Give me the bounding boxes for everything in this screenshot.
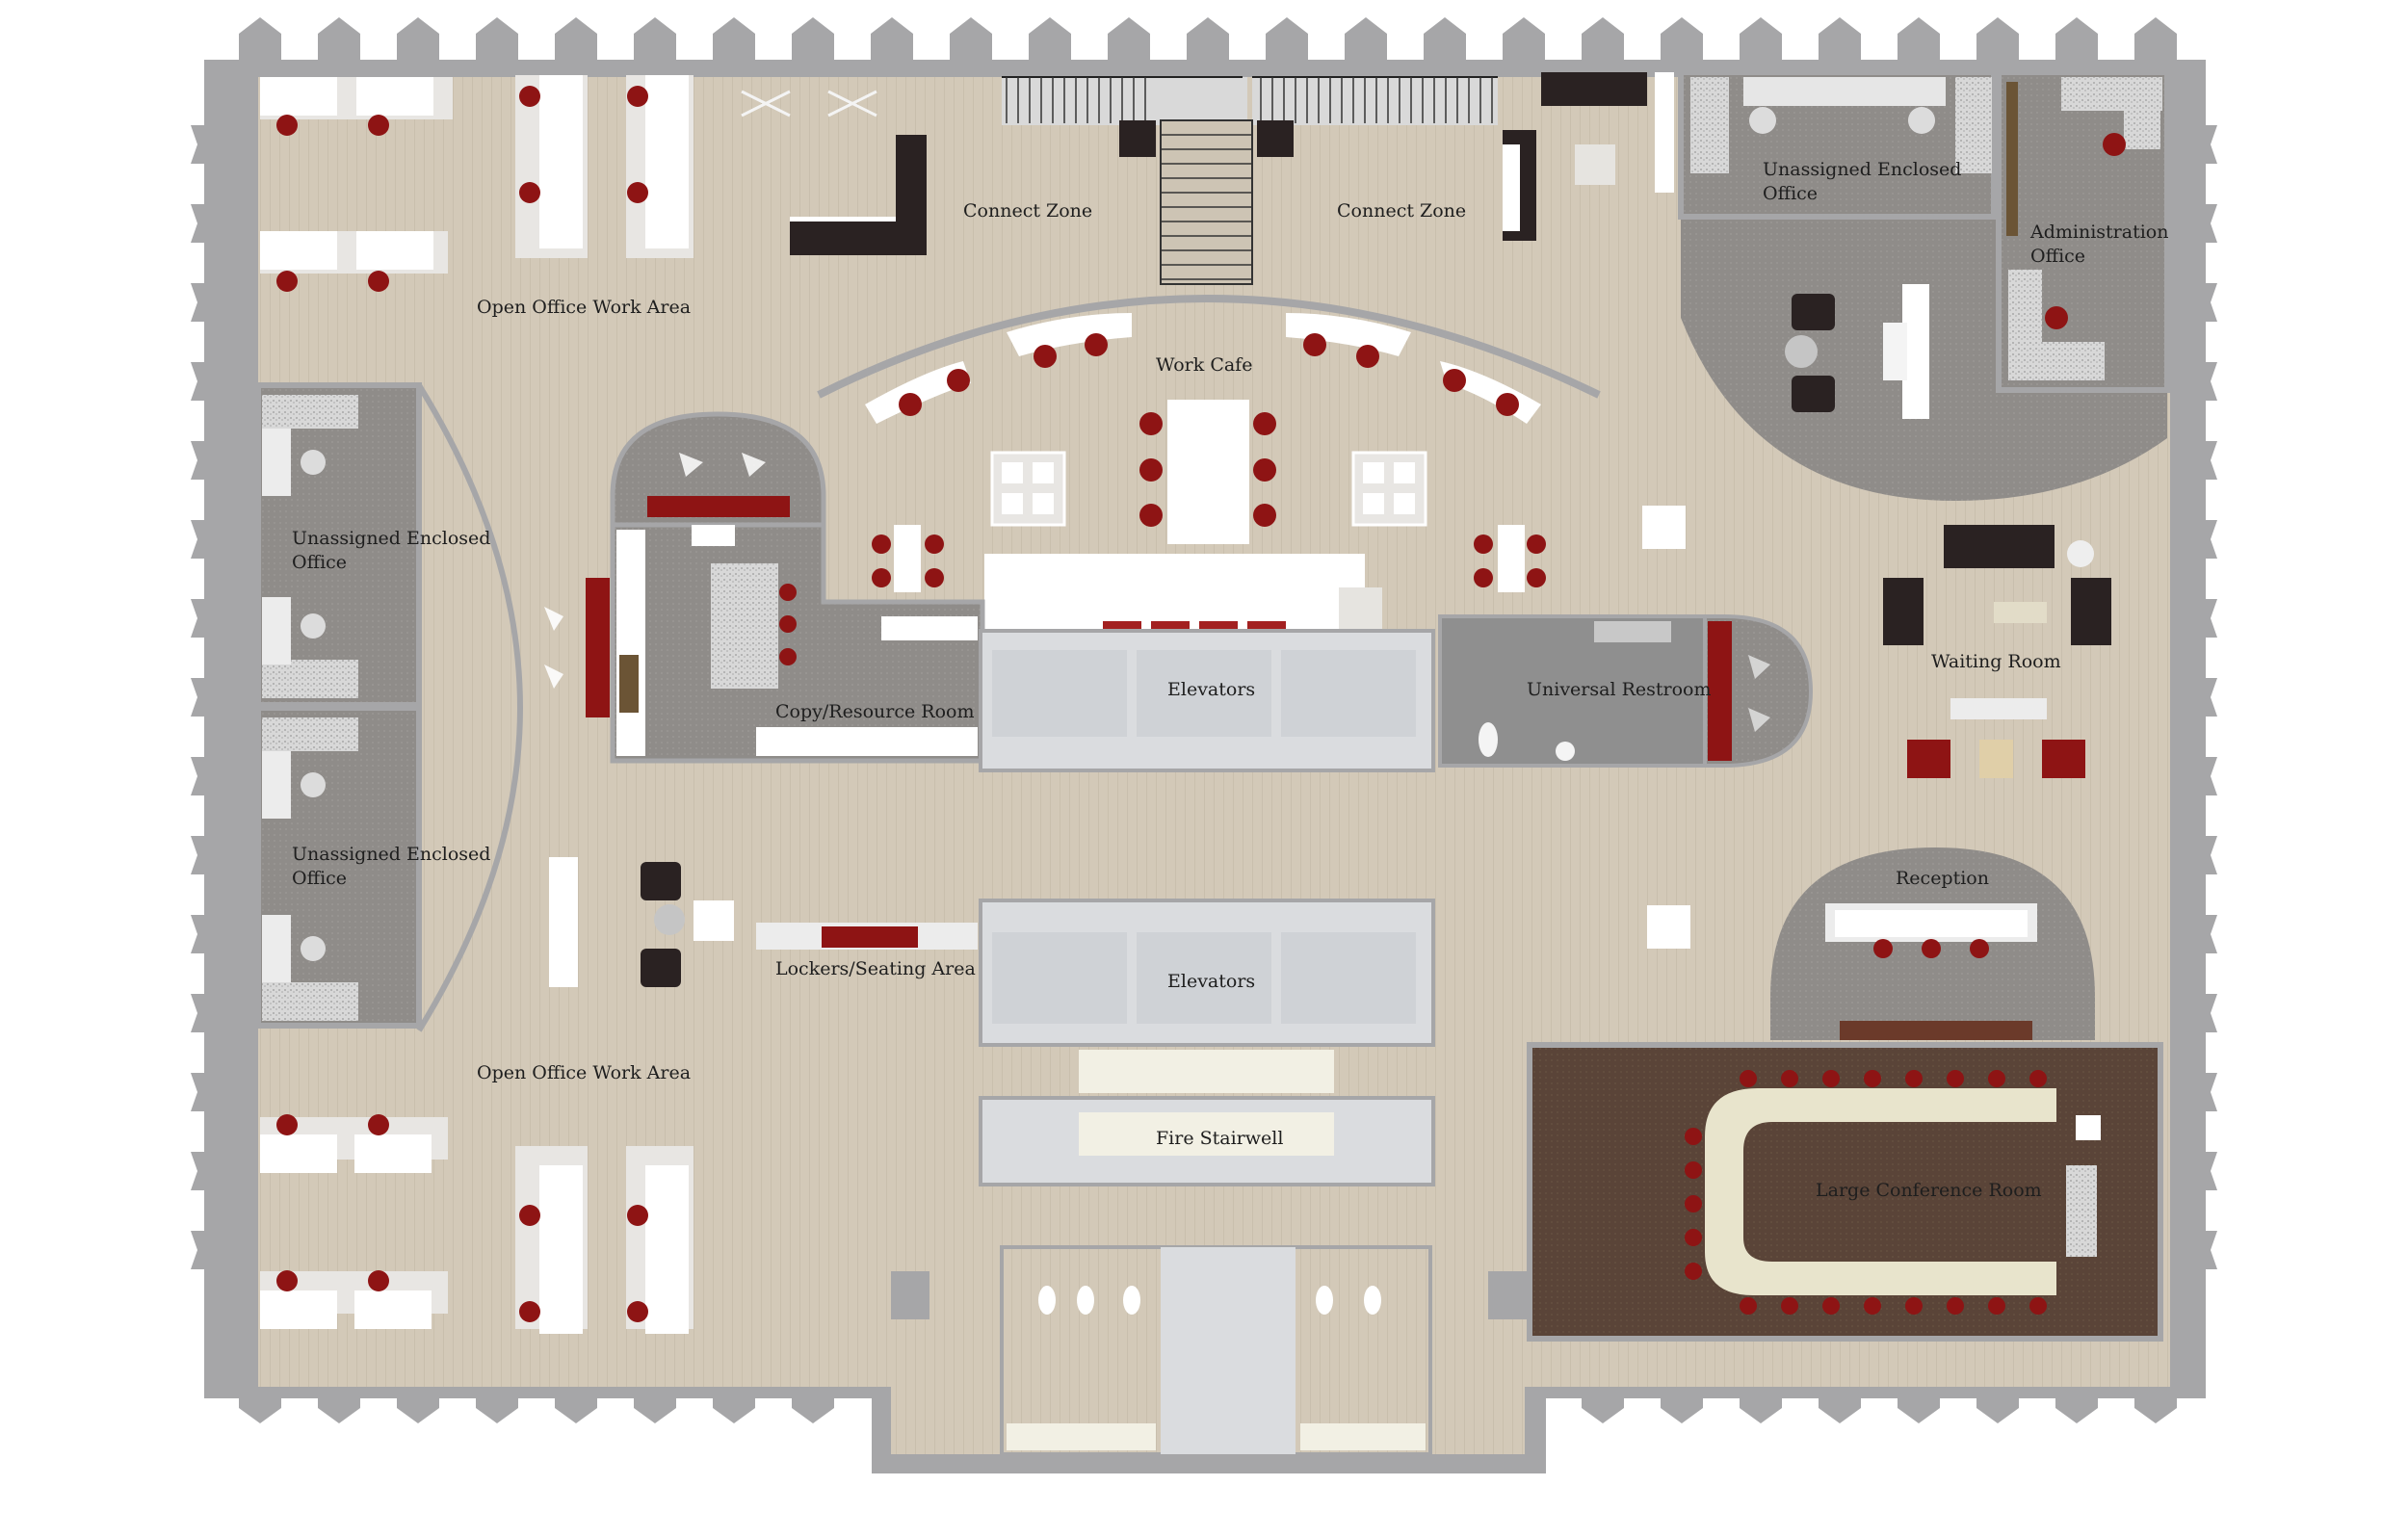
conference-chair (1685, 1195, 1702, 1212)
work-cafe-label: Work Cafe (1156, 354, 1252, 376)
fire-stairwell-label: Fire Stairwell (1156, 1128, 1283, 1149)
administration-label-2: Office (2030, 246, 2085, 267)
wall-column (397, 17, 439, 69)
conference-chair (1947, 1297, 1964, 1315)
wall-column (318, 17, 360, 69)
lockers-seating-label: Lockers/Seating Area (775, 958, 976, 979)
elevators-upper-label: Elevators (1167, 679, 1255, 700)
conference-chair (1685, 1161, 1702, 1179)
unassigned-left-lower-label-1: Unassigned Enclosed (292, 844, 490, 865)
wall-column (1108, 17, 1150, 69)
reception-area (1647, 847, 2095, 1040)
wall-column (792, 17, 834, 69)
conference-chair (1740, 1070, 1757, 1087)
waiting-room (1883, 525, 2111, 778)
conference-chair (1781, 1297, 1798, 1315)
wall-column (476, 17, 518, 69)
bottom-restrooms (891, 1245, 1527, 1456)
elevators-lower-label: Elevators (1167, 971, 1255, 992)
wall-column (1740, 17, 1782, 69)
conference-chair (1781, 1070, 1798, 1087)
wall-column (1503, 17, 1545, 69)
open-office-bottom-label: Open Office Work Area (477, 1062, 691, 1083)
reception-label: Reception (1896, 868, 1989, 889)
wall-column (1898, 17, 1940, 69)
wall-column (2055, 17, 2098, 69)
conference-chair (1905, 1070, 1923, 1087)
waiting-room-label: Waiting Room (1931, 651, 2061, 672)
conference-chair (1864, 1070, 1881, 1087)
wall-column (1029, 17, 1071, 69)
conference-chair (1685, 1229, 1702, 1246)
unassigned-top-right-label-1: Unassigned Enclosed (1763, 159, 1961, 180)
wall-column (1266, 17, 1308, 69)
wall-column (2134, 17, 2177, 69)
conference-chair (1905, 1297, 1923, 1315)
large-conference-room (1527, 1042, 2163, 1342)
wall-column (555, 17, 597, 69)
copy-resource-room-label: Copy/Resource Room (775, 701, 974, 722)
connect-zone-right-label: Connect Zone (1337, 200, 1466, 222)
left-enclosed-offices (255, 382, 734, 1032)
open-office-bottom-desks (260, 1114, 694, 1334)
conference-chair (1740, 1297, 1757, 1315)
conference-chair (1988, 1070, 2005, 1087)
connect-zone-furniture (790, 72, 1674, 285)
wall-column (239, 17, 281, 69)
unassigned-top-right-label-2: Office (1763, 183, 1818, 204)
wall-column (1582, 17, 1624, 69)
universal-restroom-label: Universal Restroom (1527, 679, 1712, 700)
open-office-top-label: Open Office Work Area (477, 297, 691, 318)
wall-column (1661, 17, 1703, 69)
conference-chair (1947, 1070, 1964, 1087)
connect-zone-left-label: Connect Zone (963, 200, 1092, 222)
large-conference-room-label: Large Conference Room (1816, 1180, 2042, 1201)
lockers-seating (756, 923, 978, 950)
unassigned-left-lower-label-2: Office (292, 868, 347, 889)
conference-chair (1685, 1263, 1702, 1280)
administration-label-1: Administration (2029, 222, 2168, 243)
unassigned-left-upper-label-2: Office (292, 552, 347, 573)
wall-column (1187, 17, 1229, 69)
conference-chair (1988, 1297, 2005, 1315)
conference-chair (1685, 1128, 1702, 1145)
wall-column (950, 17, 992, 69)
work-cafe-area (817, 295, 1686, 631)
wall-column (634, 17, 676, 69)
wall-column (871, 17, 913, 69)
wall-column (1424, 17, 1466, 69)
open-office-top-desks (260, 75, 877, 292)
universal-restroom (1438, 614, 1814, 768)
wall-column (1819, 17, 1861, 69)
conference-chair (2029, 1070, 2047, 1087)
wall-column (713, 17, 755, 69)
wall-column (1976, 17, 2019, 69)
copy-resource-room (586, 411, 985, 764)
top-right-offices (1678, 69, 2170, 501)
elevator-core-lower (979, 899, 1435, 1186)
unassigned-left-upper-label-1: Unassigned Enclosed (292, 528, 490, 549)
wall-column (1345, 17, 1387, 69)
elevator-core-upper (979, 629, 1435, 772)
conference-chair (2029, 1297, 2047, 1315)
conference-chair (1864, 1297, 1881, 1315)
conference-chair (1822, 1070, 1840, 1087)
conference-chair (1822, 1297, 1840, 1315)
